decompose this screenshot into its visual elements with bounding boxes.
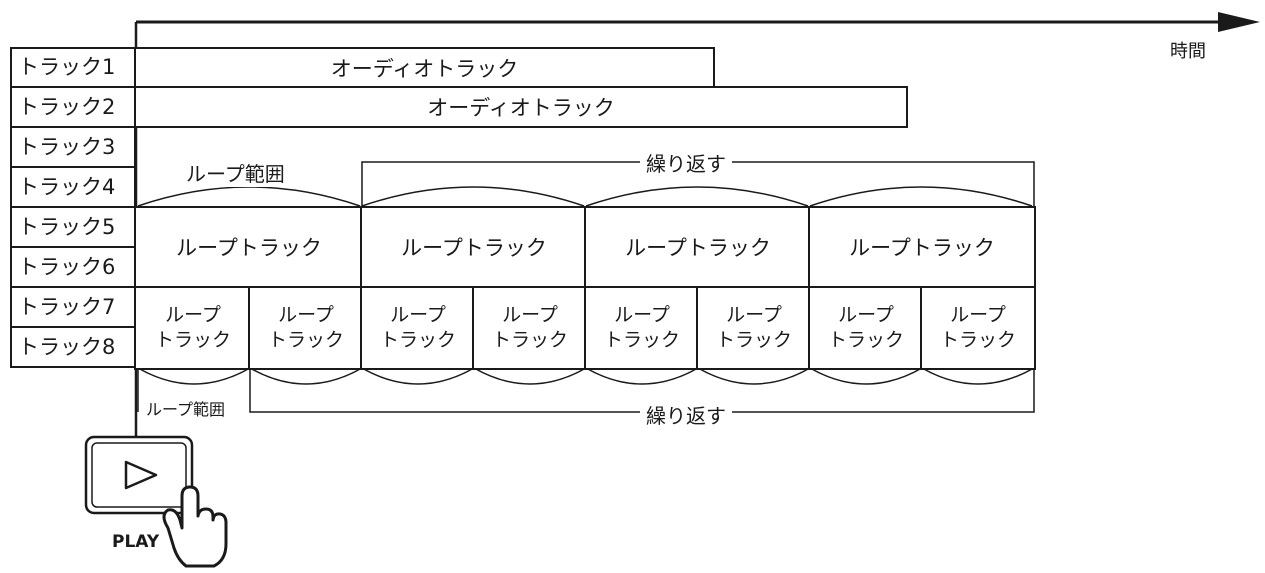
loop-arc-big-1 xyxy=(137,186,361,207)
loop-track-small-3: ループトラック xyxy=(360,286,476,370)
play-triangle-icon xyxy=(124,460,158,490)
loop-arc-small-3 xyxy=(361,367,475,385)
play-button-graphic[interactable] xyxy=(84,435,194,515)
loop-arc-small-2 xyxy=(249,367,363,385)
track-label-2: トラック2 xyxy=(10,86,136,128)
track-label-5: トラック5 xyxy=(10,206,136,248)
loop-arc-small-8 xyxy=(921,367,1035,385)
loop-track-small-1: ループトラック xyxy=(134,286,252,370)
track-label-6: トラック6 xyxy=(10,246,136,288)
repeat-label-small: 繰り返す xyxy=(640,400,732,429)
time-axis-arrowhead xyxy=(1218,12,1260,32)
play-button-label[interactable]: PLAY xyxy=(112,532,160,552)
pointing-hand-icon xyxy=(162,485,228,568)
loop-arc-big-2 xyxy=(361,186,585,207)
loop-arc-big-4 xyxy=(809,186,1033,207)
track-label-1: トラック1 xyxy=(10,47,136,88)
loop-range-label-small: ループ範囲 xyxy=(146,400,226,419)
loop-arc-small-5 xyxy=(585,367,699,385)
loop-arc-small-7 xyxy=(809,367,923,385)
loop-track-big-3: ループトラック xyxy=(584,206,812,288)
loop-track-small-7: ループトラック xyxy=(808,286,924,370)
loop-track-big-4: ループトラック xyxy=(808,206,1036,288)
track-label-7: トラック7 xyxy=(10,286,136,328)
loop-track-small-5: ループトラック xyxy=(584,286,700,370)
track-label-3: トラック3 xyxy=(10,126,136,168)
loop-track-small-8: ループトラック xyxy=(920,286,1036,370)
loop-arc-small-1 xyxy=(137,367,251,385)
loop-arc-small-6 xyxy=(697,367,811,385)
repeat-label-big: 繰り返す xyxy=(640,148,732,177)
loop-range-label-big: ループ範囲 xyxy=(180,158,291,187)
audio-track-1: オーディオトラック xyxy=(134,47,715,88)
loop-track-big-2: ループトラック xyxy=(360,206,588,288)
loop-track-small-4: ループトラック xyxy=(472,286,588,370)
audio-track-2: オーディオトラック xyxy=(134,86,908,128)
time-axis-label: 時間 xyxy=(1170,41,1206,62)
loop-track-small-6: ループトラック xyxy=(696,286,812,370)
track-label-8: トラック8 xyxy=(10,326,136,368)
track-label-4: トラック4 xyxy=(10,166,136,208)
loop-track-small-2: ループトラック xyxy=(248,286,364,370)
loop-track-big-1: ループトラック xyxy=(134,206,364,288)
loop-arc-big-3 xyxy=(585,186,809,207)
loop-arc-small-4 xyxy=(473,367,587,385)
